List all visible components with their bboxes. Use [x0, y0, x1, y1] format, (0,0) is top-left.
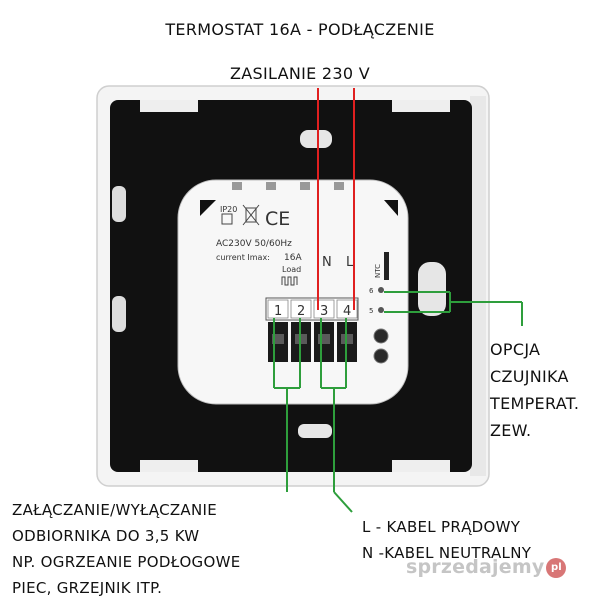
module-tab	[300, 182, 310, 190]
terminal-2: 2	[290, 299, 312, 319]
load-switch-label: ZAŁĄCZANIE/WYŁĄCZANIE ODBIORNIKA DO 3,5 …	[12, 497, 241, 601]
voltage-rating-text: AC230V 50/60Hz	[216, 239, 292, 249]
sensor-wires	[384, 291, 523, 326]
ntc-contact-5	[378, 307, 384, 313]
power-supply-label: ZASILANIE 230 V	[230, 64, 370, 83]
ip-rating-text: IP20	[220, 205, 237, 214]
plate-slot-bottom-center	[298, 424, 332, 438]
plate-slot-top-center	[300, 130, 332, 148]
module-tab	[232, 182, 242, 190]
weee-bin-icon	[242, 204, 260, 226]
watermark-badge-icon: pl	[546, 557, 567, 578]
terminal-4-number: 4	[343, 304, 351, 319]
plate-slot-top-right	[392, 100, 450, 112]
screw-head	[272, 334, 284, 344]
sensor-option-line: CZUJNIKA	[490, 367, 569, 386]
terminal-1: 1	[267, 299, 289, 319]
sensor-option-line: ZEW.	[490, 421, 532, 440]
ntc-screw-upper	[373, 328, 389, 344]
load-text: Load	[282, 265, 301, 274]
live-l-label: L	[346, 255, 354, 270]
plate-slot-bottom-left	[140, 460, 198, 472]
ntc-screw-lower	[373, 348, 389, 364]
load-switch-line: PIEC, GRZEJNIK ITP.	[12, 579, 163, 597]
diagram-title: TERMOSTAT 16A - PODŁĄCZENIE	[165, 20, 435, 39]
cable-legend-line-l: L - KABEL PRĄDOWY	[362, 518, 521, 536]
sensor-option-line: OPCJA	[490, 340, 541, 359]
sensor-option-line: TEMPERAT.	[490, 394, 580, 413]
ntc-marker	[384, 252, 389, 280]
plate-slot-top-left	[140, 100, 198, 112]
load-symbol-icon	[281, 276, 298, 286]
terminal-2-number: 2	[297, 304, 305, 319]
terminal-3-number: 3	[320, 304, 328, 319]
ce-mark-text: CE	[265, 208, 290, 230]
plate-slot-bottom-right	[392, 460, 450, 472]
ntc-pin-6: 6	[369, 287, 374, 295]
screw-head	[318, 334, 330, 344]
watermark-text: sprzedajemy	[406, 556, 545, 578]
current-value-text: 16A	[284, 253, 302, 263]
frame-edge	[470, 96, 486, 476]
module-tab	[334, 182, 344, 190]
load-switch-line: ODBIORNIKA DO 3,5 KW	[12, 527, 200, 545]
current-rating-text: current Imax:	[216, 253, 270, 262]
plate-slot-right	[418, 262, 446, 316]
ntc-label: NTC	[374, 264, 382, 278]
load-switch-line: ZAŁĄCZANIE/WYŁĄCZANIE	[12, 501, 218, 519]
module-body	[177, 179, 409, 405]
plate-slot-left-lower	[112, 296, 126, 332]
corner-mark-left	[200, 200, 216, 216]
load-wires	[273, 318, 301, 492]
plate-slot-left-upper	[112, 186, 126, 222]
corner-mark-right	[384, 200, 398, 216]
terminal-1-number: 1	[274, 304, 282, 319]
ntc-pin-5: 5	[369, 307, 373, 315]
double-insulation-icon	[221, 213, 233, 225]
cable-legend: L - KABEL PRĄDOWY N -KABEL NEUTRALNY	[362, 514, 531, 566]
load-switch-line: NP. OGRZEANIE PODŁOGOWE	[12, 553, 241, 571]
ntc-contact-6	[378, 287, 384, 293]
terminal-block	[265, 297, 359, 321]
cable-wires	[320, 318, 353, 513]
module-tab	[266, 182, 276, 190]
cable-legend-line-n: N -KABEL NEUTRALNY	[362, 544, 532, 562]
neutral-n-label: N	[322, 255, 332, 270]
sensor-option-label: OPCJA CZUJNIKA TEMPERAT. ZEW.	[490, 336, 579, 444]
